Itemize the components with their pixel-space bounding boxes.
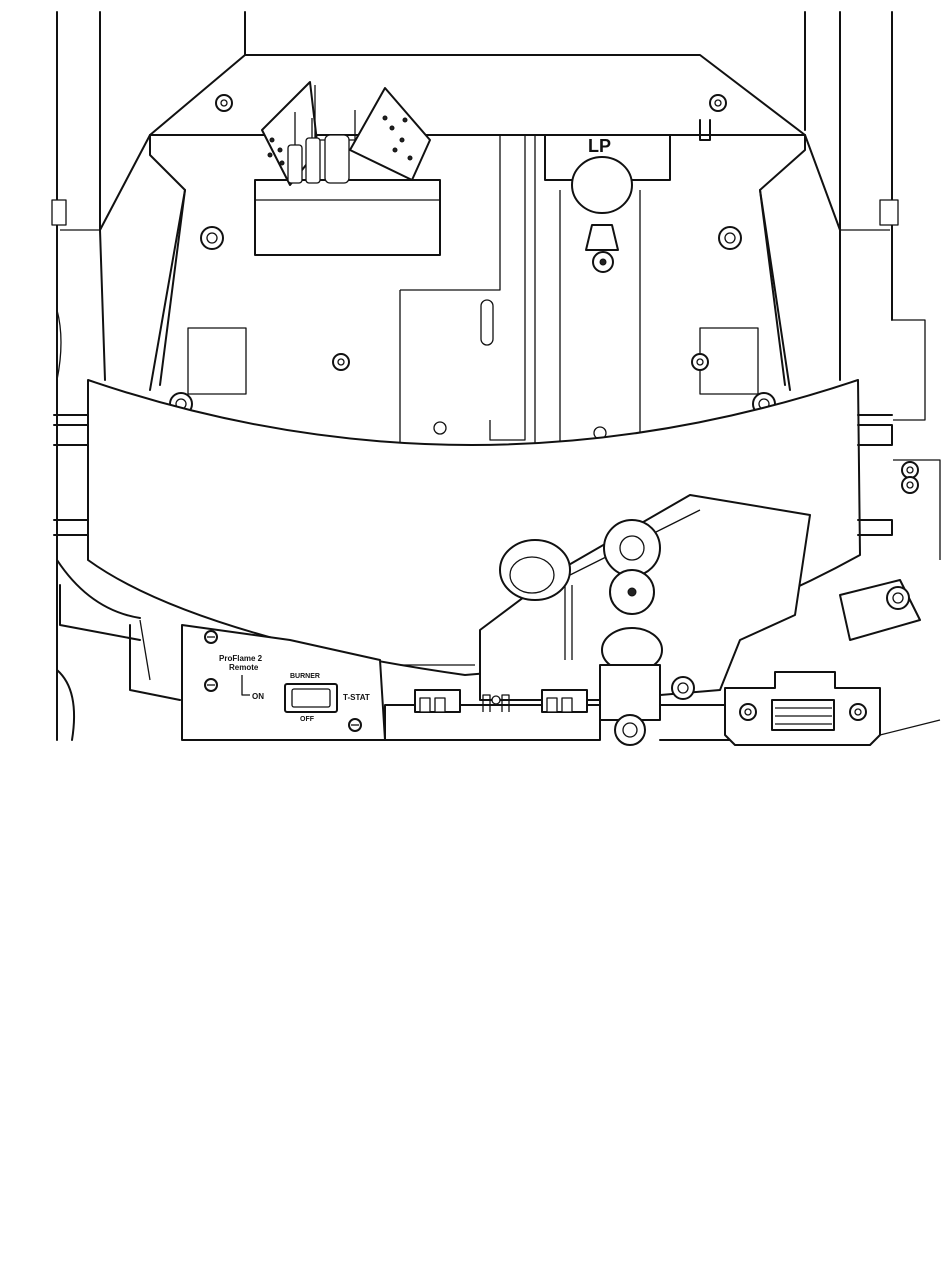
connector-icon [415, 690, 460, 712]
right-bracket [893, 320, 940, 560]
nut-icon [902, 462, 918, 478]
bolt-icon [740, 704, 756, 720]
connector-icon [542, 690, 587, 712]
bolt-icon [216, 95, 232, 111]
remote-label-line2: Remote [229, 663, 259, 672]
screw-icon [349, 719, 361, 731]
lp-label: LP [588, 136, 611, 156]
nut-icon [887, 587, 909, 609]
bolt-icon [201, 227, 223, 249]
remote-label-line1: ProFlame 2 [219, 654, 263, 663]
bolt-icon [850, 704, 866, 720]
burner-switch [285, 684, 337, 712]
burner-plate [160, 135, 785, 450]
nut-icon [672, 677, 694, 699]
switch-burner-label: BURNER [290, 673, 320, 680]
switch-tstat-label: T-STAT [343, 693, 370, 702]
switch-on-label: ON [252, 692, 264, 701]
bolt-icon [719, 227, 741, 249]
bolt-icon [333, 354, 349, 370]
switch-off-label: OFF [300, 716, 315, 723]
screw-icon [205, 631, 217, 643]
screw-icon [205, 679, 217, 691]
bolt-icon [710, 95, 726, 111]
nut-icon [902, 477, 918, 493]
bottom-right-bracket [725, 672, 940, 745]
burner-tube: LP [545, 135, 670, 272]
bolt-icon [692, 354, 708, 370]
